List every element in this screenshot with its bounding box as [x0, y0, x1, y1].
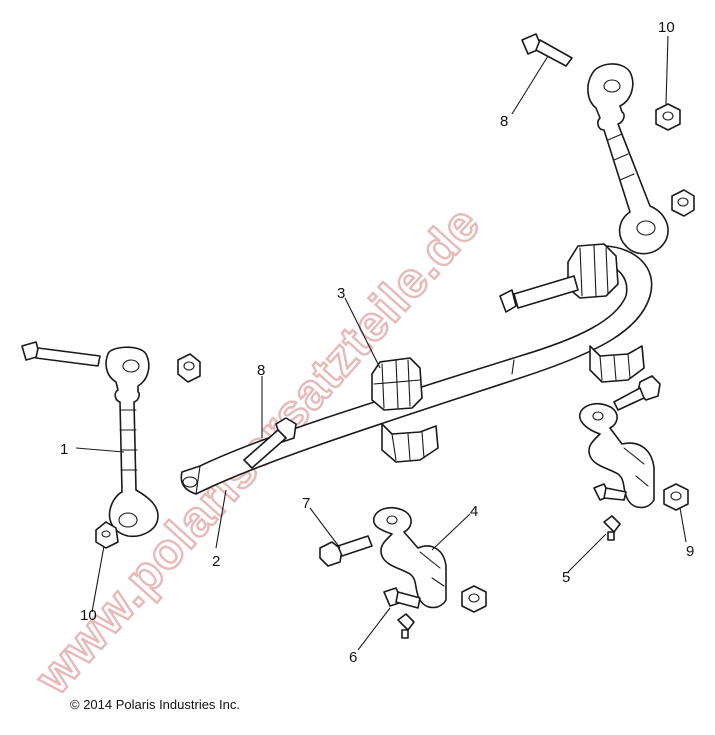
nut-upper-right — [655, 103, 681, 131]
nut-center-bracket — [461, 585, 487, 613]
stabilizer-bar — [180, 245, 653, 495]
bolt-7 — [319, 535, 373, 567]
bushing-right-upper — [567, 243, 619, 299]
link-right — [587, 63, 669, 255]
callout-10-left: 10 — [80, 607, 97, 624]
leader-lines — [75, 35, 687, 651]
nut-left-bottom — [95, 521, 119, 549]
bolt-right-bracket-top — [613, 375, 661, 411]
bushing-right-lower — [589, 345, 645, 383]
callout-5: 5 — [562, 569, 570, 586]
grease-fitting-center — [397, 613, 415, 639]
copyright-text: © 2014 Polaris Industries Inc. — [70, 697, 240, 712]
link-left — [105, 346, 159, 538]
callout-6: 6 — [349, 649, 357, 666]
callout-10-right: 10 — [658, 19, 675, 36]
bracket-right — [578, 402, 655, 509]
bolt-left-top — [21, 341, 101, 367]
bushing-upper — [371, 357, 423, 411]
callout-7: 7 — [302, 495, 310, 512]
nut-left-top — [177, 353, 201, 383]
callout-9: 9 — [686, 543, 694, 560]
nut-9 — [663, 483, 689, 511]
callout-2: 2 — [212, 553, 220, 570]
bolt-6 — [383, 587, 421, 609]
grease-fitting-5 — [603, 515, 621, 541]
callout-4: 4 — [470, 503, 478, 520]
callout-8-left: 8 — [257, 362, 265, 379]
callout-8-right: 8 — [500, 113, 508, 130]
callout-3: 3 — [337, 285, 345, 302]
bolt-right-bar — [499, 275, 579, 313]
callout-1: 1 — [60, 441, 68, 458]
bolt-middle-left — [243, 417, 297, 469]
bolt-right-bracket-lower — [593, 483, 627, 501]
nut-right-link-lower — [671, 189, 695, 217]
bushing-lower-middle — [381, 423, 439, 463]
bolt-upper-right — [521, 33, 573, 67]
